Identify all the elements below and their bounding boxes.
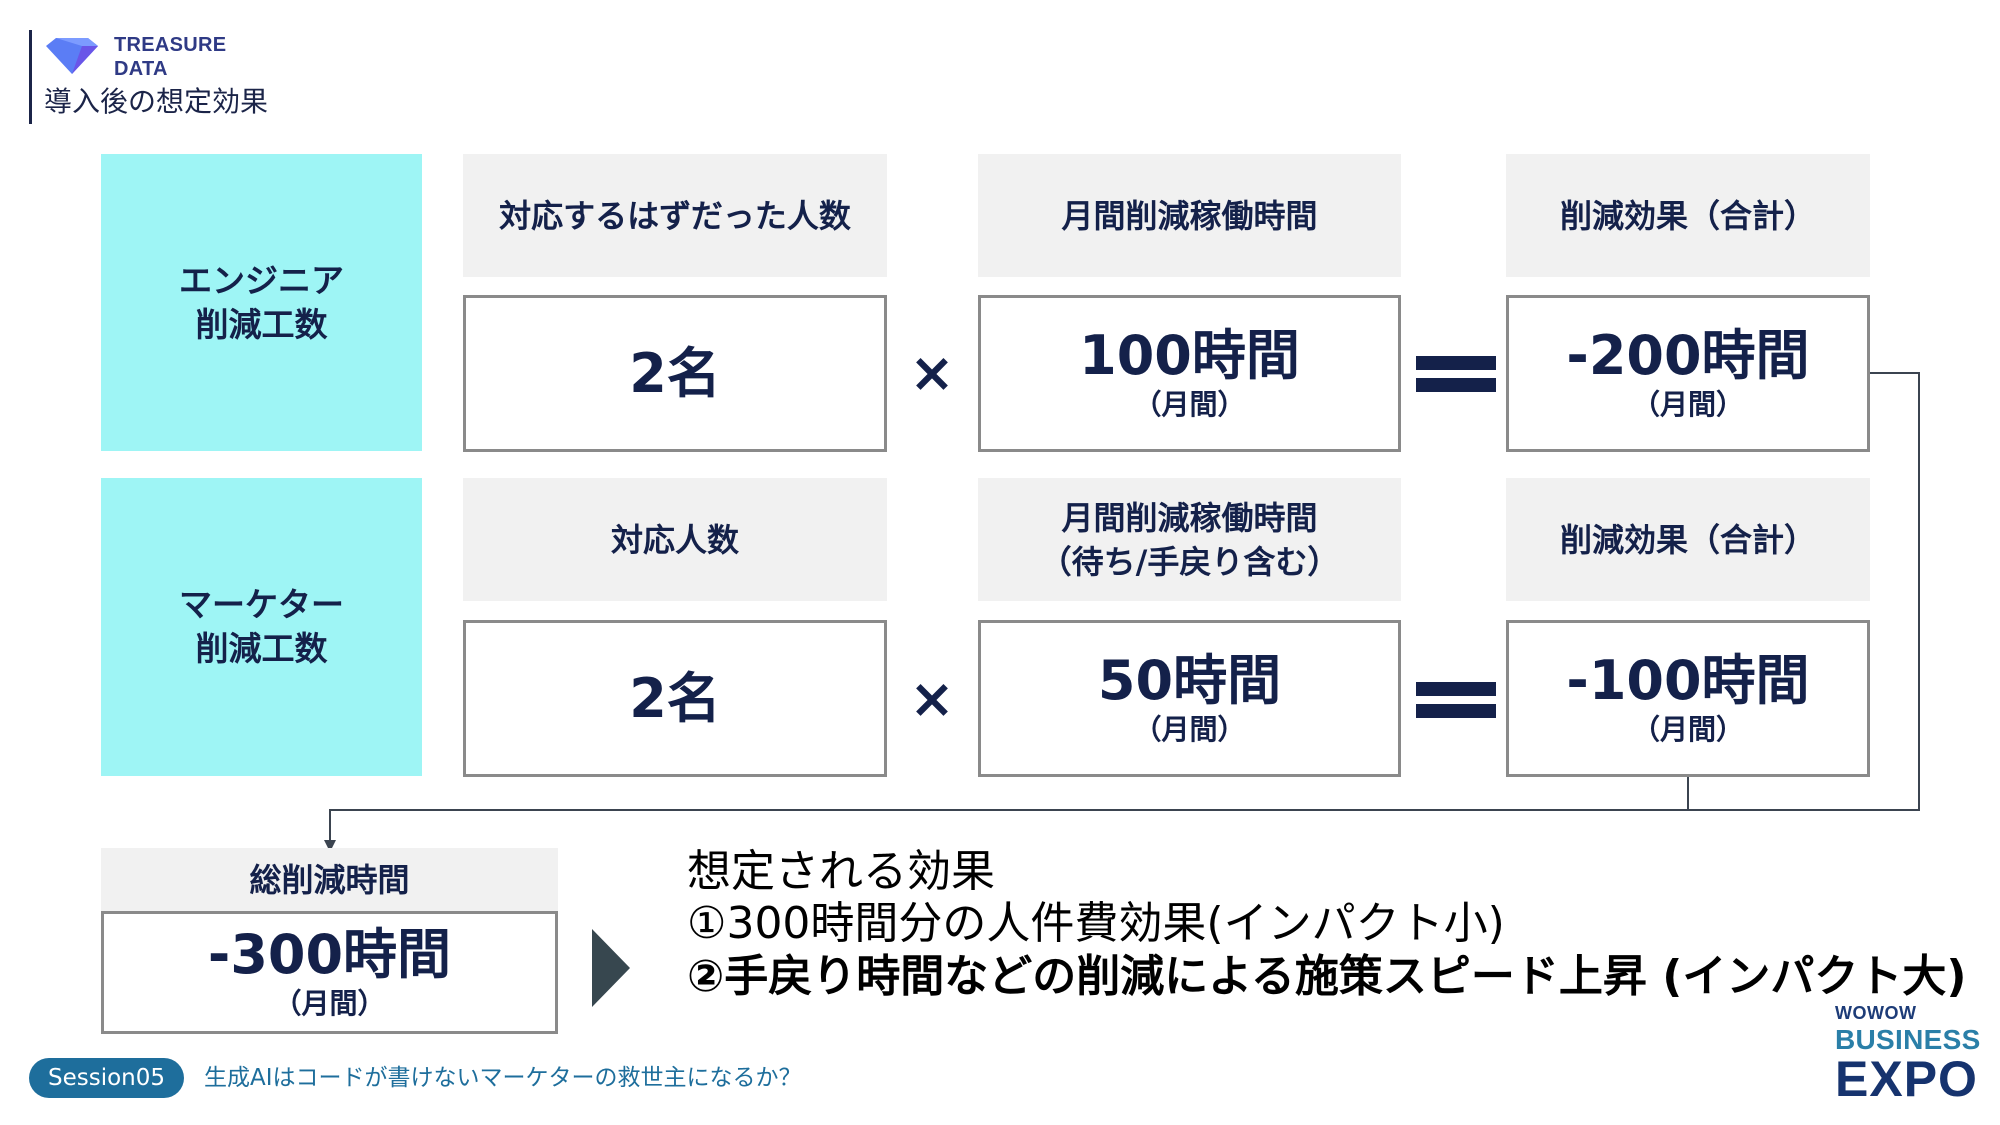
- row1-col2-header: 月間削減稼働時間: [978, 154, 1401, 277]
- row1-col3-unit: （月間）: [1631, 387, 1744, 421]
- row1-col1-value: 2名: [629, 341, 721, 405]
- effects-title: 想定される効果: [687, 846, 995, 897]
- total-header: 総削減時間: [101, 848, 558, 912]
- diamond-gem-icon: [46, 38, 98, 74]
- treasure-data-logo: TREASURE DATA: [114, 33, 226, 81]
- row2-col3-value: -100時間: [1566, 648, 1810, 712]
- expo-logo-line-1: WOWOW: [1835, 1003, 1917, 1023]
- row2-col3-value-box: -100時間 （月間）: [1506, 620, 1870, 777]
- expo-logo-line-3: EXPO: [1835, 1051, 1978, 1107]
- row1-col3-header: 削減効果（合計）: [1506, 154, 1870, 277]
- wowow-business-expo-logo: WOWOW BUSINESS EXPO: [1835, 1004, 1981, 1104]
- play-arrow-icon: [592, 929, 630, 1007]
- total-unit: （月間）: [273, 986, 386, 1020]
- category-engineer: エンジニア 削減工数: [101, 154, 422, 451]
- connector-row1-out: [1870, 372, 1920, 374]
- row2-col1-header: 対応人数: [463, 478, 887, 601]
- row2-col2-unit: （月間）: [1133, 712, 1246, 746]
- effects-block: 想定される効果 ①300時間分の人件費効果(インパクト小) ②手戻り時間などの削…: [687, 846, 1966, 1004]
- connector-horizontal: [329, 809, 1920, 811]
- connector-down: [329, 809, 331, 841]
- expo-logo-line-2: BUSINESS: [1835, 1024, 1981, 1055]
- category-marketer: マーケター 削減工数: [101, 478, 422, 776]
- title-accent-bar: [29, 30, 32, 124]
- logo-line-2: DATA: [114, 58, 168, 80]
- row2-col2-value-box: 50時間 （月間）: [978, 620, 1401, 777]
- row2-col2-header: 月間削減稼働時間 （待ち/手戻り含む）: [978, 478, 1401, 601]
- row2-col3-header: 削減効果（合計）: [1506, 478, 1870, 601]
- row1-col2-unit: （月間）: [1133, 387, 1246, 421]
- logo-line-1: TREASURE: [114, 34, 227, 56]
- page-title: 導入後の想定効果: [44, 85, 269, 118]
- effect-item-2: ②手戻り時間などの削減による施策スピード上昇 (インパクト大): [687, 951, 1967, 1002]
- row1-col2-value-box: 100時間 （月間）: [978, 295, 1401, 452]
- session-badge: Session05: [29, 1058, 184, 1098]
- row1-col1-header: 対応するはずだった人数: [463, 154, 887, 277]
- row2-col1-value: 2名: [629, 666, 721, 730]
- row2-col3-unit: （月間）: [1631, 712, 1744, 746]
- connector-right-vertical: [1918, 372, 1920, 811]
- connector-row2-out: [1687, 777, 1689, 810]
- effect-item-1: ①300時間分の人件費効果(インパクト小): [687, 898, 1505, 949]
- multiply-icon: ×: [909, 341, 955, 404]
- row1-col3-value: -200時間: [1566, 323, 1810, 387]
- equals-icon: [1416, 682, 1496, 718]
- row1-col2-value: 100時間: [1079, 323, 1300, 387]
- row2-col1-value-box: 2名: [463, 620, 887, 777]
- session-title: 生成AIはコードが書けないマーケターの救世主になるか？: [204, 1065, 802, 1091]
- row1-col3-value-box: -200時間 （月間）: [1506, 295, 1870, 452]
- row1-col1-value-box: 2名: [463, 295, 887, 452]
- total-value: -300時間: [207, 922, 452, 986]
- equals-icon: [1416, 356, 1496, 392]
- row2-col2-value: 50時間: [1097, 648, 1282, 712]
- total-value-box: -300時間 （月間）: [101, 911, 558, 1034]
- multiply-icon: ×: [909, 667, 955, 730]
